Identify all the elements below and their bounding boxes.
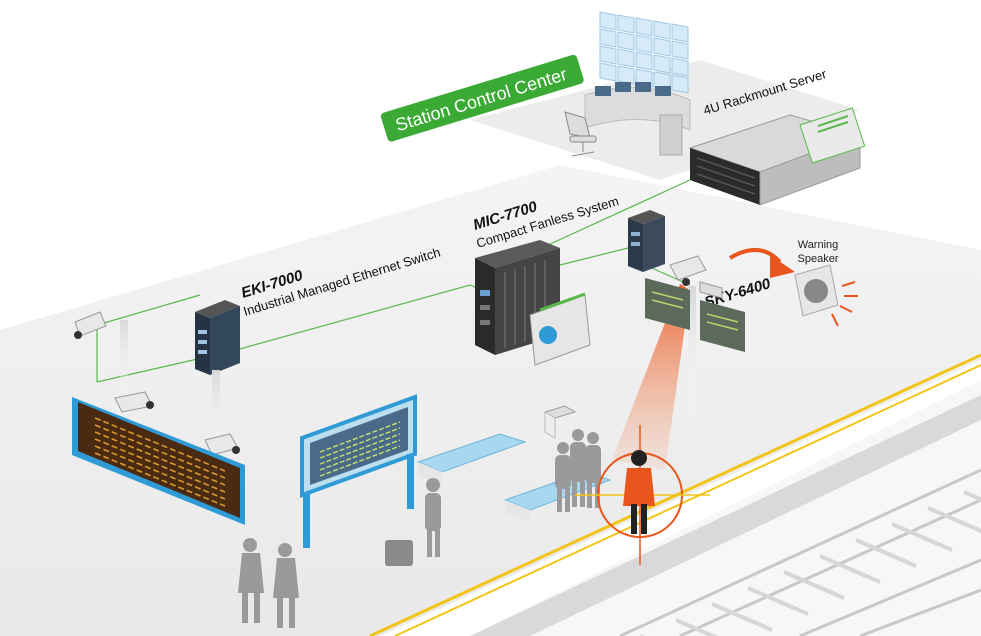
platform-info-pole (645, 278, 745, 426)
platform-info-board (300, 394, 417, 548)
camera-board (204, 433, 240, 456)
eki-7000-switch (195, 300, 240, 375)
platform-floor (0, 165, 981, 636)
control-desk (584, 82, 691, 156)
alert-arrow (728, 248, 782, 264)
trash-bin (543, 405, 577, 439)
warning-speaker (794, 264, 858, 327)
alert-arrowhead (770, 255, 795, 278)
target-highlight (575, 425, 710, 565)
eki-pole (212, 370, 220, 450)
mic-7700-system (475, 240, 591, 366)
arrival-display-board (72, 397, 245, 525)
camera-middle-left (114, 391, 154, 413)
camera-beam (612, 284, 690, 470)
video-wall (599, 11, 689, 94)
office-chair (564, 111, 597, 157)
camera-left (74, 311, 128, 400)
sky-6400-server (688, 107, 866, 206)
camera-platform (669, 255, 707, 286)
platform-switch (628, 210, 665, 272)
warning-speaker-label-2: Speaker (798, 253, 839, 265)
warning-speaker-label-1: Warning (798, 239, 839, 251)
